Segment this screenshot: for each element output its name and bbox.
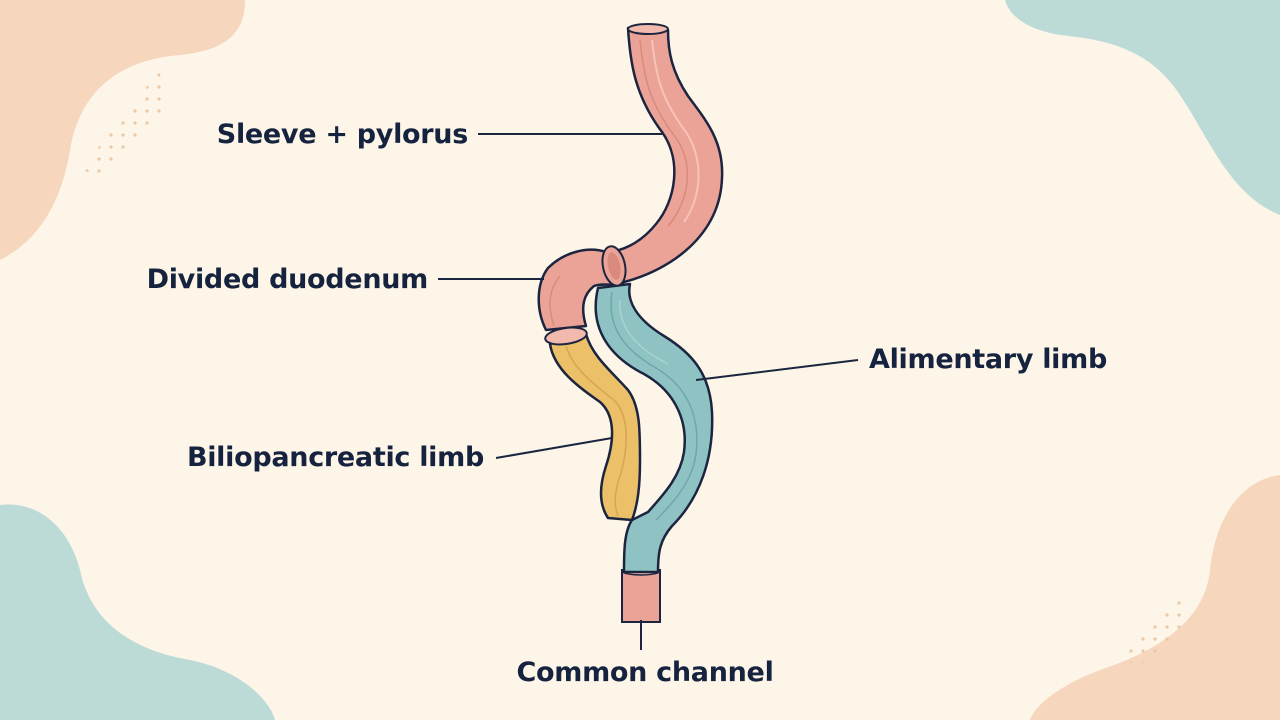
leader-alimentary	[695, 359, 859, 381]
duodenum-openings	[544, 245, 627, 346]
common-channel-tube	[621, 566, 661, 623]
label-divided-duodenum: Divided duodenum	[146, 264, 429, 295]
blob-top-right	[1005, 0, 1280, 215]
blob-bottom-left	[0, 504, 275, 720]
blob-bottom-right	[1030, 475, 1280, 720]
sleeve-tube	[537, 23, 724, 332]
label-sleeve-pylorus: Sleeve + pylorus	[216, 119, 469, 150]
leader-bilio	[495, 437, 613, 459]
label-common-channel: Common channel	[516, 657, 774, 688]
label-biliopancreatic-limb: Biliopancreatic limb	[186, 442, 484, 473]
label-alimentary-limb: Alimentary limb	[869, 344, 1107, 375]
alimentary-limb-tube	[594, 282, 714, 574]
dots-top-left	[80, 70, 162, 175]
dots-bottom-right	[1120, 590, 1188, 665]
biliopancreatic-limb-tube	[548, 332, 642, 522]
blob-top-left	[0, 0, 245, 260]
